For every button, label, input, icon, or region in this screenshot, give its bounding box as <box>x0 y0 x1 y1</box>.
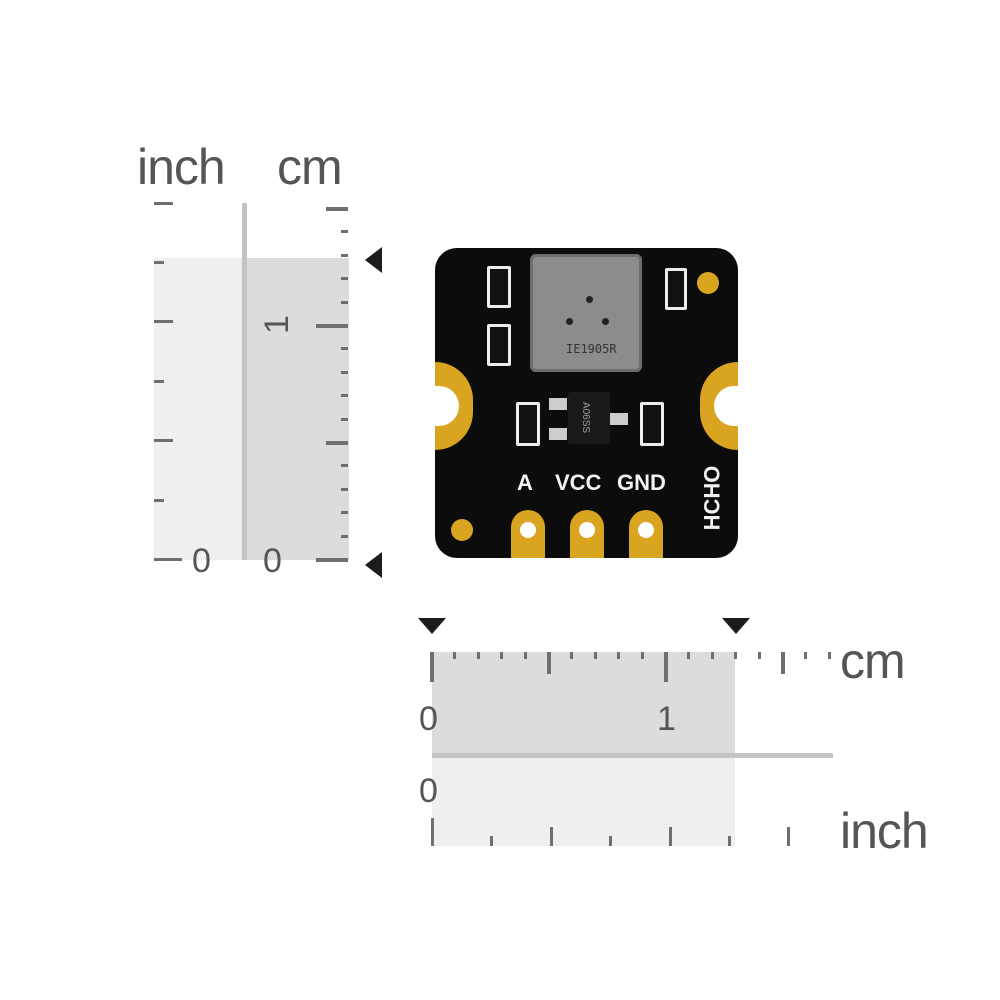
ruler-tick <box>453 652 457 659</box>
cm-shade <box>432 652 735 755</box>
ruler-tick <box>523 652 527 659</box>
inch-zero-label: 0 <box>419 772 438 810</box>
ruler-tick <box>547 652 551 674</box>
ruler-tick <box>804 652 808 659</box>
ruler-tick <box>341 370 348 374</box>
arrow-left-icon <box>365 247 382 273</box>
cm-one-label: 1 <box>257 315 296 334</box>
ruler-tick <box>687 652 691 659</box>
ruler-divider <box>242 203 247 560</box>
ruler-tick <box>341 464 348 468</box>
pin-label-vcc: VCC <box>555 470 602 495</box>
arrow-left-icon <box>365 552 382 578</box>
ruler-tick <box>154 320 173 324</box>
cm-zero-label: 0 <box>419 700 438 738</box>
ruler-tick <box>154 261 164 264</box>
unit-label-cm: cm <box>277 139 343 195</box>
ruler-tick <box>316 324 348 328</box>
ruler-tick <box>668 827 672 846</box>
ruler-tick <box>664 652 668 682</box>
ruler-tick <box>728 836 731 846</box>
ruler-tick <box>570 652 574 659</box>
ruler-tick <box>593 652 597 659</box>
ruler-tick <box>430 652 434 682</box>
ruler-tick <box>154 201 173 205</box>
unit-label-cm: cm <box>840 633 906 689</box>
via-pad <box>451 519 473 541</box>
ruler-divider <box>432 753 833 758</box>
chip-marking: IE1905R <box>566 342 617 356</box>
ruler-tick <box>757 652 761 659</box>
ruler-tick <box>341 253 348 257</box>
ruler-tick <box>734 652 738 659</box>
pin-label-gnd: GND <box>617 470 666 495</box>
unit-label-inch: inch <box>840 803 929 859</box>
ruler-tick <box>710 652 714 659</box>
cm-one-label: 1 <box>657 700 676 738</box>
pin-label-a: A <box>517 470 533 495</box>
ruler-tick <box>154 379 164 383</box>
board-name: HCHO <box>699 465 725 531</box>
ruler-tick <box>640 652 644 659</box>
transistor-marking: A06SS <box>580 401 592 434</box>
ruler-tick <box>781 652 785 674</box>
ruler-tick <box>154 498 164 502</box>
pin-a <box>511 510 545 558</box>
ruler-tick <box>617 652 621 659</box>
ruler-tick <box>490 836 494 846</box>
ruler-tick <box>341 230 348 234</box>
inch-zero-label: 0 <box>192 542 211 580</box>
transistor: A06SS <box>568 392 610 444</box>
smd-component <box>487 324 511 366</box>
ruler-tick <box>431 818 434 846</box>
ruler-tick <box>341 511 348 515</box>
hcho-sensor-chip: IE1905R <box>530 254 642 372</box>
ruler-tick <box>326 207 348 211</box>
inch-shade <box>154 258 243 560</box>
cm-shade <box>246 258 349 560</box>
ruler-tick <box>154 558 182 561</box>
ruler-tick <box>500 652 504 659</box>
ruler-tick <box>476 652 480 659</box>
smd-component <box>487 266 511 308</box>
arrow-down-icon <box>722 618 750 634</box>
ruler-tick <box>341 487 348 491</box>
unit-label-inch: inch <box>137 139 226 195</box>
ruler-tick <box>341 300 348 304</box>
smd-component <box>516 402 540 446</box>
ruler-tick <box>316 558 348 562</box>
ruler-tick <box>827 652 831 659</box>
ruler-tick <box>341 277 348 281</box>
ruler-tick <box>341 347 348 351</box>
ruler-tick <box>549 827 553 846</box>
pin-gnd <box>629 510 663 558</box>
ruler-tick <box>787 827 791 846</box>
arrow-down-icon <box>418 618 446 634</box>
ruler-tick <box>154 439 173 443</box>
ruler-tick <box>609 836 613 846</box>
smd-component <box>640 402 664 446</box>
ruler-tick <box>341 534 348 538</box>
inch-shade <box>432 758 735 846</box>
ruler-tick <box>341 417 348 421</box>
cm-zero-label: 0 <box>263 542 282 580</box>
pin-vcc <box>570 510 604 558</box>
smd-component <box>665 268 687 310</box>
via-pad <box>697 272 719 294</box>
ruler-tick <box>326 441 348 445</box>
ruler-tick <box>341 394 348 398</box>
